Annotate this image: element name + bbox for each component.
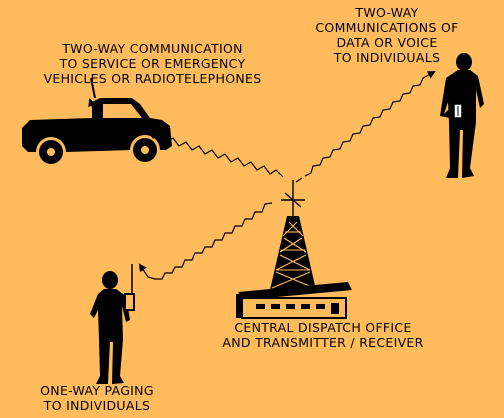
- dispatch-building-icon: [236, 282, 352, 319]
- dispatch-label-line-2: AND TRANSMITTER / RECEIVER: [222, 335, 424, 350]
- paging-label: ONE-WAY PAGING TO INDIVIDUALS: [12, 383, 182, 413]
- data-voice-label-line-3: DATA OR VOICE: [336, 35, 438, 50]
- radio-wave-icon: [138, 202, 273, 280]
- vehicle-label-line-1: TWO-WAY COMMUNICATION: [62, 41, 243, 56]
- data-voice-label-line-2: COMMUNICATIONS OF: [315, 20, 459, 35]
- paging-label-line-2: TO INDIVIDUALS: [43, 398, 151, 413]
- data-voice-label: TWO-WAY COMMUNICATIONS OF DATA OR VOICE …: [282, 5, 492, 65]
- radio-tower-icon: [270, 180, 316, 290]
- dispatch-office-label: CENTRAL DISPATCH OFFICE AND TRANSMITTER …: [198, 320, 448, 350]
- person-with-pager-icon: [90, 264, 135, 384]
- person-with-radio-icon: [440, 53, 484, 178]
- data-voice-label-line-4: TO INDIVIDUALS: [333, 50, 441, 65]
- dispatch-label-line-1: CENTRAL DISPATCH OFFICE: [234, 320, 412, 335]
- vehicle-communication-label: TWO-WAY COMMUNICATION TO SERVICE OR EMER…: [30, 41, 275, 86]
- radio-wave-icon: [304, 71, 436, 177]
- data-voice-label-line-1: TWO-WAY: [355, 5, 419, 20]
- paging-label-line-1: ONE-WAY PAGING: [40, 383, 154, 398]
- vehicle-label-line-2: TO SERVICE OR EMERGENCY: [59, 56, 246, 71]
- pickup-truck-icon: [22, 77, 172, 164]
- vehicle-label-line-3: VEHICLES OR RADIOTELEPHONES: [43, 71, 262, 86]
